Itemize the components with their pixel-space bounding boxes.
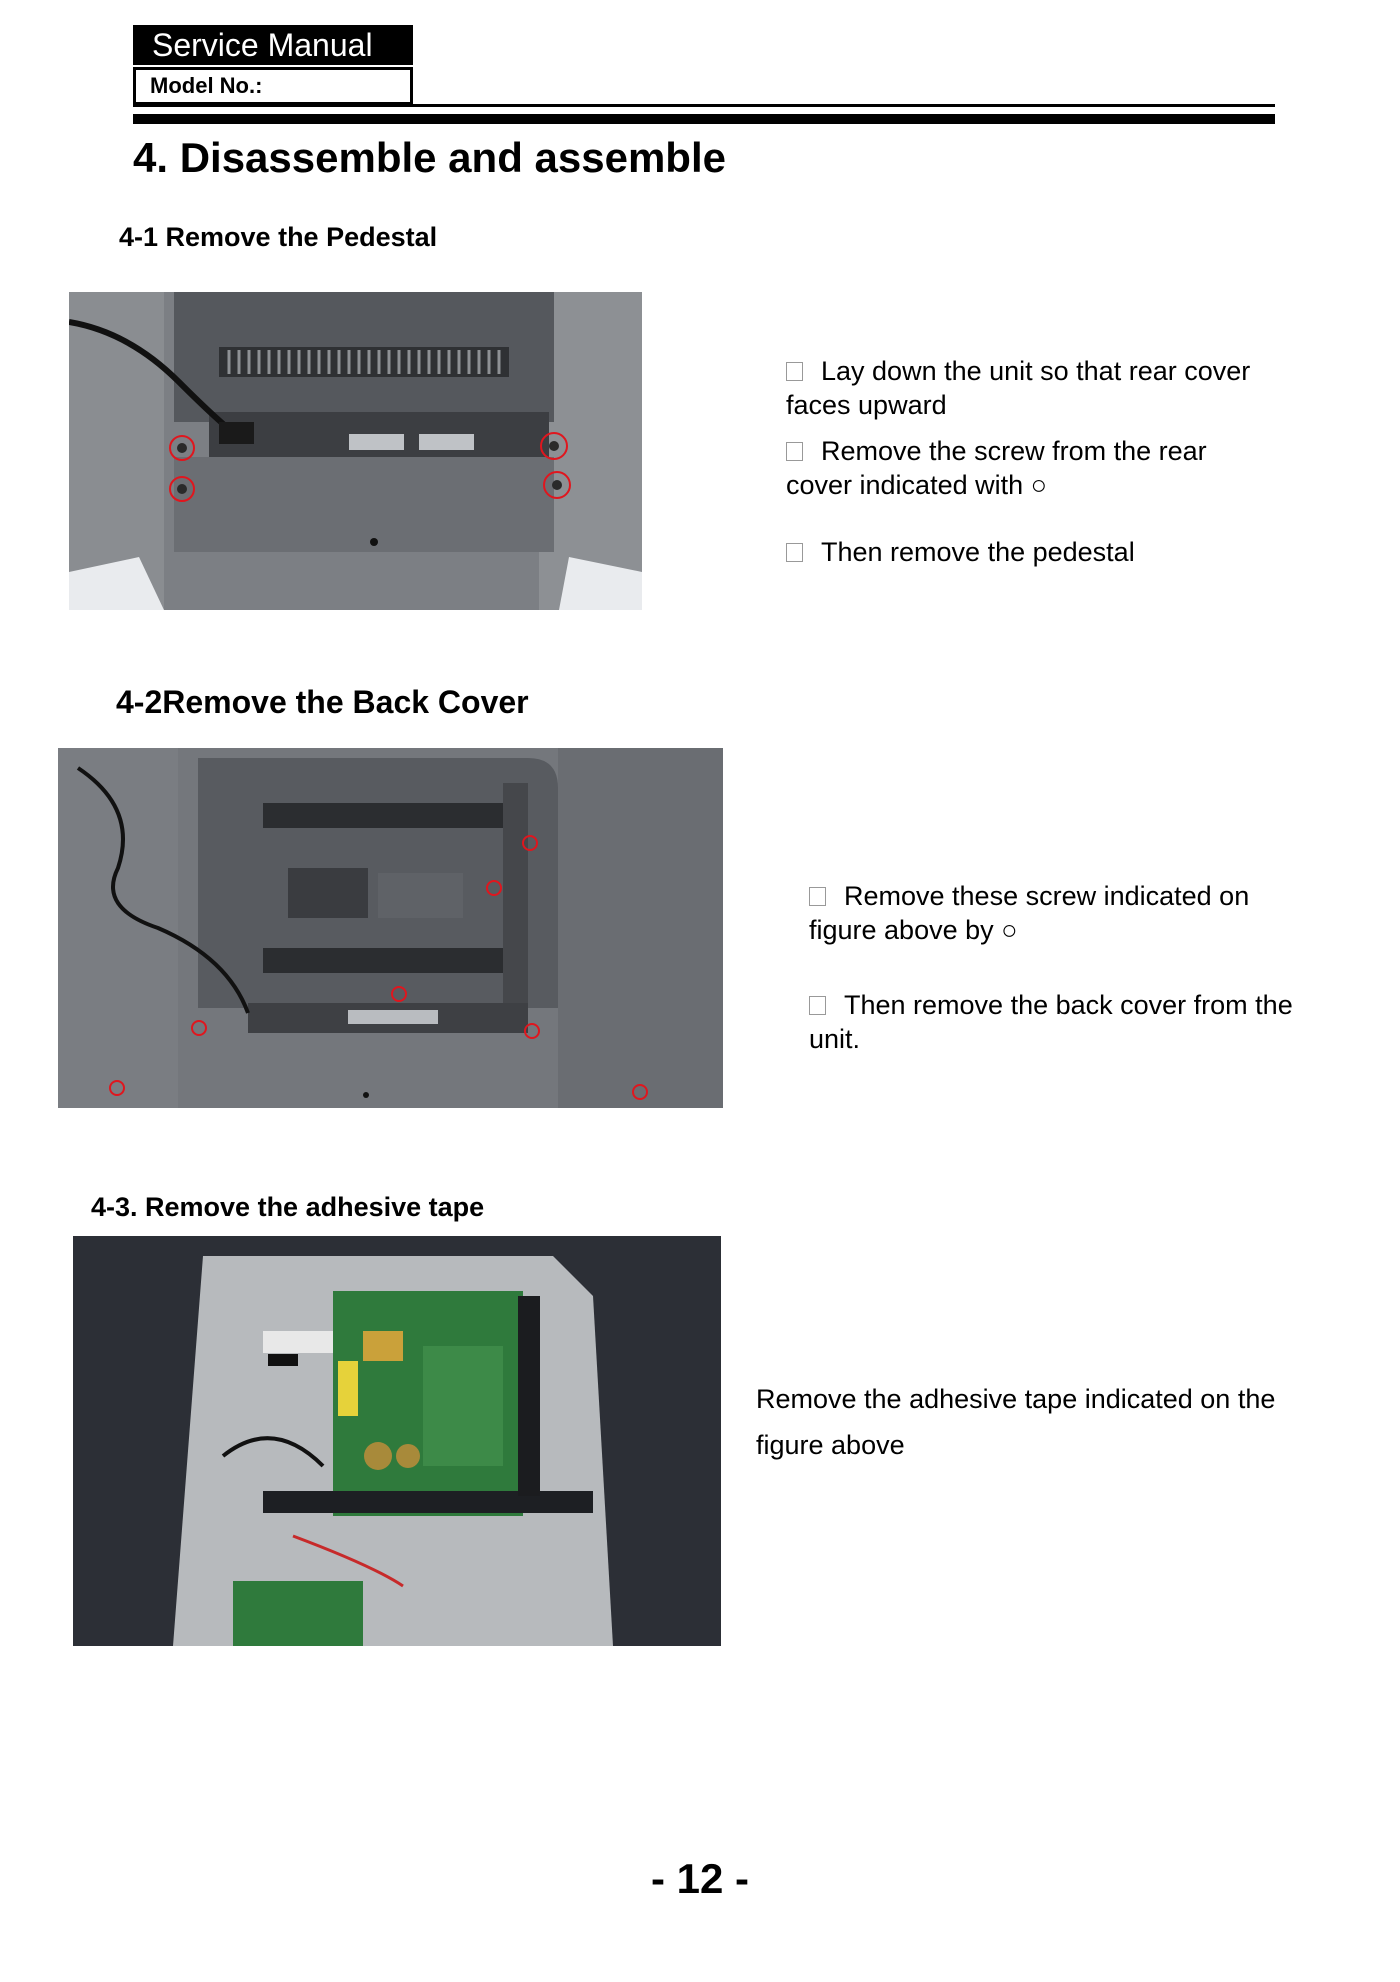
pedestal-step-3: Then remove the pedestal <box>786 535 1306 569</box>
pedestal-step-2: Remove the screw from the rear cover ind… <box>786 436 1207 500</box>
checkbox-bullet-icon <box>786 362 803 381</box>
section-heading-adhesive-tape: 4-3. Remove the adhesive tape <box>91 1192 485 1222</box>
checkbox-bullet-icon <box>786 442 803 461</box>
pedestal-photo <box>69 292 642 610</box>
checkbox-bullet-icon <box>809 887 826 906</box>
chapter-title: 4. Disassemble and assemble <box>133 134 726 181</box>
adhesive-tape-step-1: Remove the adhesive tape indicated on th… <box>756 1384 1276 1460</box>
section-heading-pedestal: 4-1 Remove the Pedestal <box>119 222 438 252</box>
header-rule-thick <box>133 114 1275 124</box>
document-title: Service Manual <box>133 25 413 65</box>
checkbox-bullet-icon <box>809 996 826 1015</box>
back-cover-step-1: Remove these screw indicated on figure a… <box>809 881 1250 945</box>
section-heading-back-cover: 4-2Remove the Back Cover <box>116 684 529 720</box>
page-number: - 12 - <box>650 1855 750 1902</box>
pedestal-step-1: Lay down the unit so that rear cover fac… <box>786 356 1251 420</box>
back-cover-step-2: Then remove the back cover from the unit… <box>809 990 1293 1054</box>
header-rule-thin <box>133 104 1275 107</box>
checkbox-bullet-icon <box>786 543 803 562</box>
back-cover-photo <box>58 748 723 1108</box>
model-number-label: Model No.: <box>133 67 413 105</box>
adhesive-tape-photo <box>73 1236 721 1646</box>
